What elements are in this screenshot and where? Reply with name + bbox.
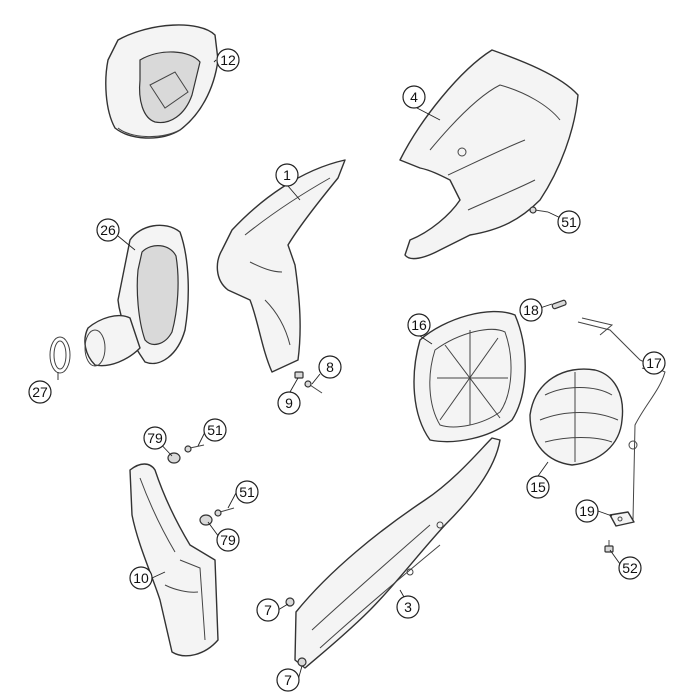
callout-4-label: 4	[410, 89, 418, 105]
callout-51-c-label: 51	[239, 484, 255, 500]
part-7-plug-lower	[297, 657, 307, 667]
callout-1: 1	[275, 163, 299, 187]
callout-7-a: 7	[256, 598, 280, 622]
callout-12-label: 12	[220, 52, 236, 68]
callout-27-label: 27	[32, 384, 48, 400]
callout-27: 27	[28, 380, 52, 404]
callout-15: 15	[526, 475, 550, 499]
callout-17: 17	[642, 351, 666, 375]
callout-79-a-label: 79	[147, 430, 163, 446]
callout-12: 12	[216, 48, 240, 72]
callout-18-label: 18	[523, 302, 539, 318]
callout-3-label: 3	[404, 599, 412, 615]
callout-51-a-label: 51	[561, 214, 577, 230]
callout-19: 19	[575, 499, 599, 523]
callout-52-label: 52	[622, 560, 638, 576]
callout-79-a: 79	[143, 426, 167, 450]
callout-79-b-label: 79	[220, 532, 236, 548]
callout-51-b: 51	[203, 418, 227, 442]
part-52-screw	[604, 540, 614, 553]
callout-10-label: 10	[133, 570, 149, 586]
callout-8: 8	[318, 355, 342, 379]
callout-15-label: 15	[530, 479, 546, 495]
callout-3: 3	[396, 595, 420, 619]
callout-79-b: 79	[216, 528, 240, 552]
part-51-screw-b	[184, 444, 205, 453]
part-27-hose-clamp	[49, 336, 71, 374]
callout-7-a-label: 7	[264, 602, 272, 618]
callout-1-label: 1	[283, 167, 291, 183]
callout-26: 26	[96, 218, 120, 242]
callout-9: 9	[277, 391, 301, 415]
callout-7-b: 7	[276, 668, 300, 692]
part-16-filter-cage	[413, 310, 526, 443]
callout-52: 52	[618, 556, 642, 580]
callout-51-c: 51	[235, 480, 259, 504]
callout-51-b-label: 51	[207, 422, 223, 438]
callout-16: 16	[407, 313, 431, 337]
part-79-washer-a	[167, 452, 181, 464]
callout-4: 4	[402, 85, 426, 109]
part-51-screw-a	[529, 206, 549, 214]
part-9-nut	[294, 371, 304, 379]
callout-26-label: 26	[100, 222, 116, 238]
callout-9-label: 9	[285, 395, 293, 411]
callout-10: 10	[129, 566, 153, 590]
part-15-air-filter	[529, 368, 624, 466]
part-26-filter-boot	[84, 224, 189, 367]
part-51-screw-c	[214, 507, 235, 517]
callout-18: 18	[519, 298, 543, 322]
part-1-side-panel	[216, 159, 346, 373]
part-3-airbox-cover	[294, 437, 501, 669]
part-18-pin	[551, 299, 567, 310]
part-19-bracket	[609, 511, 635, 527]
callout-19-label: 19	[579, 503, 595, 519]
part-10-intake-snorkel	[129, 463, 219, 657]
part-12-intake-boot	[105, 24, 219, 139]
part-79-washer-b	[199, 514, 213, 526]
part-4-rear-fender	[399, 49, 579, 260]
callout-16-label: 16	[411, 317, 427, 333]
callout-51-a: 51	[557, 210, 581, 234]
callout-8-label: 8	[326, 359, 334, 375]
callout-17-label: 17	[646, 355, 662, 371]
callout-7-b-label: 7	[284, 672, 292, 688]
part-8-screw	[304, 380, 323, 394]
